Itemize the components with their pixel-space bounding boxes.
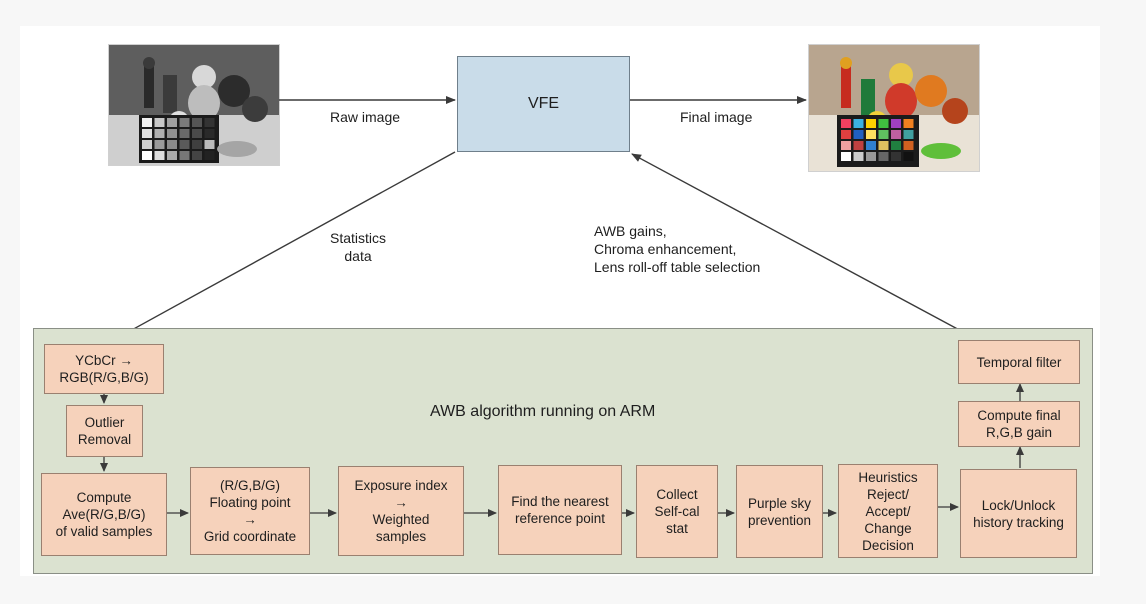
- color-checker-patch: [878, 152, 889, 161]
- color-checker-patch: [891, 130, 901, 139]
- statistics-label: Statistics data: [330, 230, 387, 264]
- step-compute-average: Compute Ave(R/G,B/G) of valid samples: [41, 473, 167, 556]
- color-checker-patch: [154, 129, 165, 138]
- color-checker-patch: [204, 151, 215, 160]
- color-checker-patch: [204, 140, 215, 149]
- color-checker-patch: [142, 140, 152, 149]
- color-checker-patch: [891, 152, 901, 161]
- color-checker-patch: [891, 119, 901, 128]
- color-checker-patch: [167, 140, 177, 149]
- color-checker-patch: [903, 119, 914, 128]
- step-nearest-reference: Find the nearest reference point: [498, 465, 622, 555]
- color-checker-patch: [853, 130, 864, 139]
- color-checker-patch: [192, 140, 202, 149]
- color-checker-patch: [179, 140, 190, 149]
- step-outlier-removal: Outlier Removal: [66, 405, 143, 457]
- step-purple-sky: Purple sky prevention: [736, 465, 823, 558]
- color-checker-patch: [179, 151, 190, 160]
- color-checker-patch: [192, 118, 202, 127]
- color-checker-patch: [853, 119, 864, 128]
- color-checker-patch: [853, 152, 864, 161]
- color-checker-patch: [179, 129, 190, 138]
- color-checker-patch: [179, 118, 190, 127]
- vfe-box: VFE: [457, 56, 630, 152]
- color-checker-patch: [167, 151, 177, 160]
- color-checker-patch: [866, 152, 876, 161]
- color-checker-patch: [841, 141, 851, 150]
- color-checker-patch: [154, 140, 165, 149]
- color-checker-patch: [142, 151, 152, 160]
- color-checker-patch: [167, 129, 177, 138]
- step-ycbcr-to-rgb: YCbCr → RGB(R/G,B/G): [44, 344, 164, 394]
- color-checker-patch: [841, 152, 851, 161]
- color-checker-patch: [866, 130, 876, 139]
- color-checker-patch: [192, 151, 202, 160]
- color-checker-patch: [878, 141, 889, 150]
- color-checker-patch: [866, 141, 876, 150]
- final-image-label: Final image: [680, 109, 753, 125]
- final-image-photo: [808, 44, 980, 172]
- raw-image-photo: [108, 44, 280, 166]
- color-checker-patch: [878, 119, 889, 128]
- step-weighted-samples: Exposure index → Weighted samples: [338, 466, 464, 556]
- color-checker-patch: [142, 118, 152, 127]
- color-checker-patch: [142, 129, 152, 138]
- color-checker-patch: [903, 130, 914, 139]
- color-checker-patch: [903, 152, 914, 161]
- panel-title: AWB algorithm running on ARM: [430, 403, 656, 420]
- step-lock-unlock: Lock/Unlock history tracking: [960, 469, 1077, 558]
- color-checker-patch: [903, 141, 914, 150]
- color-checker-patch: [192, 129, 202, 138]
- step-heuristics: Heuristics Reject/ Accept/ Change Decisi…: [838, 464, 938, 558]
- color-checker-patch: [891, 141, 901, 150]
- color-checker-patch: [204, 129, 215, 138]
- color-checker-patch: [154, 151, 165, 160]
- step-compute-final-gain: Compute final R,G,B gain: [958, 401, 1080, 447]
- raw-image-label: Raw image: [330, 109, 401, 125]
- color-checker-patch: [841, 119, 851, 128]
- color-checker-patch: [866, 119, 876, 128]
- color-checker-patch: [204, 118, 215, 127]
- color-checker-patch: [154, 118, 165, 127]
- step-temporal-filter: Temporal filter: [958, 340, 1080, 384]
- color-checker-patch: [878, 130, 889, 139]
- step-grid-coordinate: (R/G,B/G) Floating point → Grid coordina…: [190, 467, 310, 555]
- color-checker-patch: [841, 130, 851, 139]
- color-checker-patch: [167, 118, 177, 127]
- vfe-label: VFE: [527, 95, 560, 112]
- step-collect-selfcal: Collect Self-cal stat: [636, 465, 718, 558]
- feedback-label: AWB gains, Chroma enhancement, Lens roll…: [594, 223, 761, 275]
- color-checker-patch: [853, 141, 864, 150]
